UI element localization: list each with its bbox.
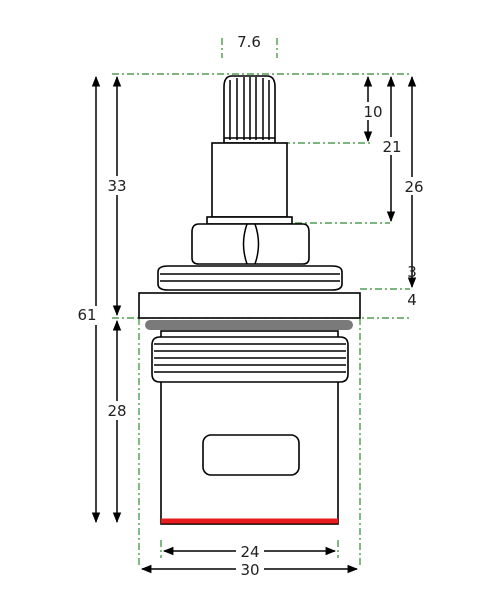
dim-top-to-thread: 26 xyxy=(404,178,423,196)
spline-width-bg xyxy=(234,31,266,51)
stem-to-hex-bg xyxy=(380,137,406,155)
cartridge-part xyxy=(138,75,361,525)
dim-thread-upper: 3 xyxy=(407,263,417,281)
top-to-thread-bg xyxy=(401,177,427,195)
upper-thread xyxy=(157,265,343,291)
splined-spindle xyxy=(223,75,276,144)
dim-lower-height: 28 xyxy=(107,402,126,420)
dimension-labels: 7.6 33 61 28 10 21 26 3 4 24 30 xyxy=(77,31,427,579)
lower-height-bg xyxy=(104,401,131,420)
dim-flange-width: 30 xyxy=(240,561,259,579)
stem-collar xyxy=(206,216,293,225)
spline-height-bg xyxy=(361,102,385,120)
dim-overall-height: 61 xyxy=(77,306,96,324)
dim-upper-height: 33 xyxy=(107,177,126,195)
dim-stem-to-hex: 21 xyxy=(382,138,401,156)
body-width-bg xyxy=(236,542,264,560)
stem xyxy=(211,142,288,218)
lower-body xyxy=(151,330,349,525)
upper-height-bg xyxy=(104,176,131,195)
water-port xyxy=(202,434,300,476)
flange xyxy=(138,292,361,319)
dim-spline-width: 7.6 xyxy=(237,33,261,51)
dim-spline-height: 10 xyxy=(363,103,382,121)
dim-body-width: 24 xyxy=(240,543,259,561)
hex-nut xyxy=(191,223,310,265)
dim-flange: 4 xyxy=(407,291,417,309)
overall-height-bg xyxy=(78,306,105,325)
flange-width-bg xyxy=(236,560,264,578)
